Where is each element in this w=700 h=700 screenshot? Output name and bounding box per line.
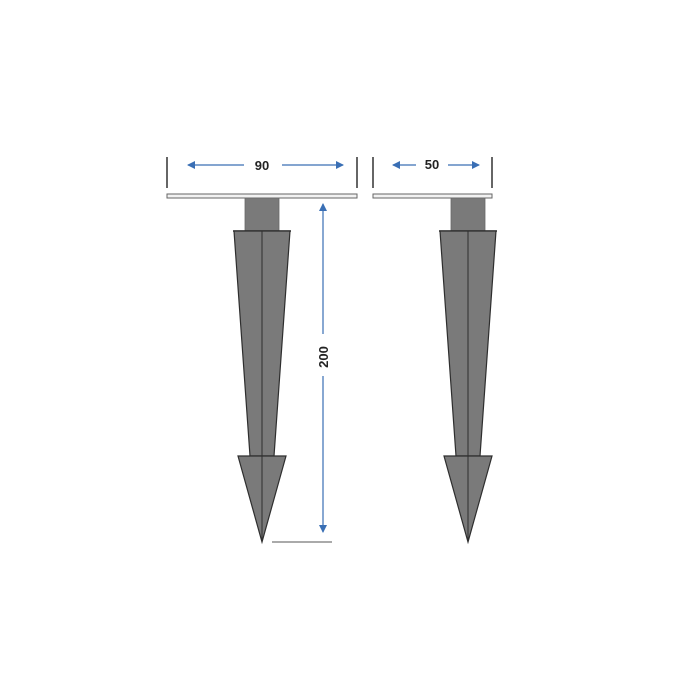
right-top-plate xyxy=(372,193,493,199)
right-ground-spike: 50 xyxy=(372,157,497,545)
height-label: 200 xyxy=(316,346,331,368)
left-ground-spike: 90 200 xyxy=(166,157,358,545)
left-width-label: 90 xyxy=(255,158,269,173)
right-spike-neck xyxy=(450,197,486,232)
right-width-label: 50 xyxy=(425,157,439,172)
left-top-plate xyxy=(166,193,358,199)
left-spike-neck xyxy=(244,197,280,232)
